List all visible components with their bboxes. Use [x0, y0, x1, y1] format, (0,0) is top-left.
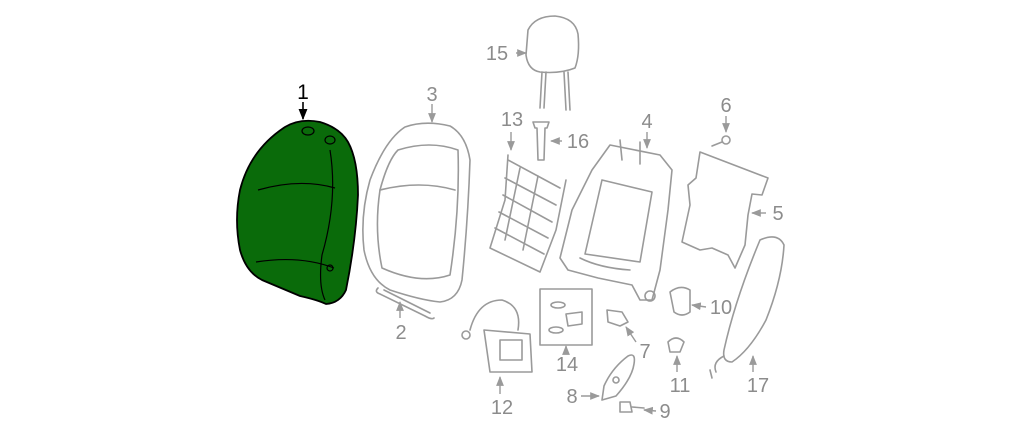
callout-9[interactable]: 9 — [659, 401, 670, 423]
callout-7[interactable]: 7 — [639, 341, 650, 363]
callout-16[interactable]: 16 — [567, 131, 589, 153]
arrow-10 — [691, 302, 707, 311]
callout-4[interactable]: 4 — [641, 111, 652, 133]
part-11-cap[interactable] — [667, 337, 685, 353]
part-14-small-parts-kit[interactable] — [539, 288, 593, 346]
callout-3[interactable]: 3 — [426, 84, 437, 106]
arrow-9 — [643, 406, 657, 415]
arrow-7 — [625, 326, 637, 343]
callout-12[interactable]: 12 — [491, 397, 513, 419]
callout-17[interactable]: 17 — [747, 375, 769, 397]
part-12-lumbar-motor[interactable] — [461, 299, 533, 373]
callout-13[interactable]: 13 — [501, 109, 523, 131]
callout-11[interactable]: 11 — [670, 375, 691, 397]
part-8-bracket[interactable] — [601, 354, 636, 401]
part-15-headrest[interactable] — [525, 15, 580, 111]
part-1-seat-back-cushion[interactable] — [236, 119, 359, 305]
callout-labels: 1 2 3 4 5 6 7 8 9 10 11 12 13 14 15 16 1… — [297, 43, 783, 423]
callout-15[interactable]: 15 — [486, 43, 508, 65]
part-16-headrest-guide[interactable] — [532, 121, 550, 161]
part-7-clip[interactable] — [606, 309, 629, 327]
part-9-bolt[interactable] — [619, 401, 645, 413]
part-3-seat-back-cover[interactable] — [362, 122, 471, 303]
part-17-side-trim[interactable] — [709, 236, 785, 379]
callout-10[interactable]: 10 — [710, 297, 732, 319]
callout-8[interactable]: 8 — [566, 386, 577, 408]
callout-5[interactable]: 5 — [772, 203, 783, 225]
callout-6[interactable]: 6 — [720, 95, 731, 117]
part-4-seat-back-frame[interactable] — [559, 139, 673, 302]
callout-14[interactable]: 14 — [556, 354, 578, 376]
part-6-screw[interactable] — [711, 135, 731, 147]
part-10-clip[interactable] — [669, 286, 691, 316]
callout-2[interactable]: 2 — [395, 322, 406, 344]
part-13-lumbar-grid[interactable] — [489, 154, 567, 273]
part-5-back-panel[interactable] — [681, 151, 769, 269]
callout-1[interactable]: 1 — [297, 81, 309, 104]
callout-arrows — [298, 49, 766, 415]
